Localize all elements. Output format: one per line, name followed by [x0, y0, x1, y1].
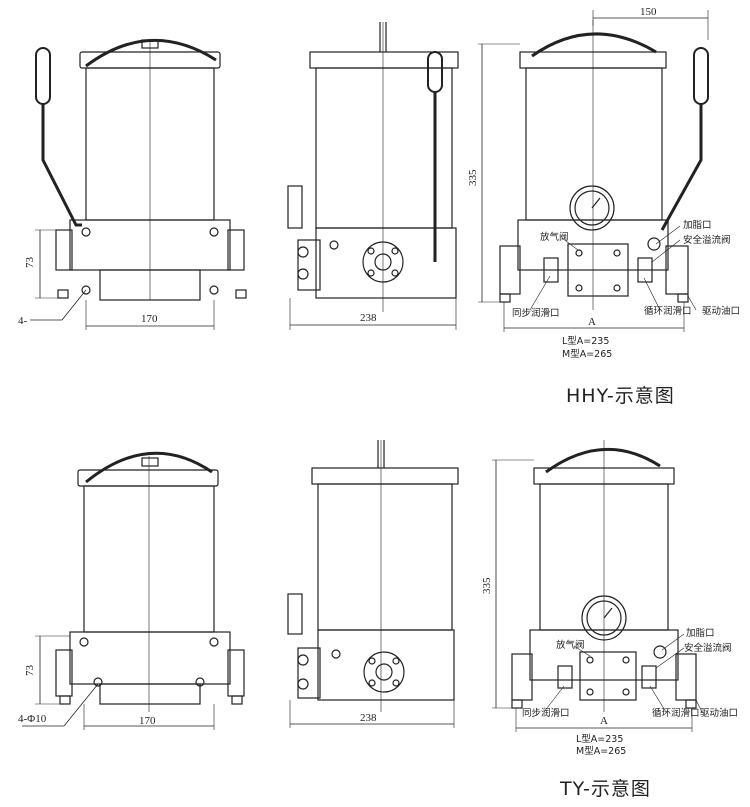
ty-dim-total-height: 335 — [481, 577, 493, 594]
ty-hole-label: 4-Φ10 — [18, 713, 47, 725]
hhy-dim-side-width: 238 — [360, 312, 377, 324]
hhy-dim-total-height: 335 — [467, 169, 479, 186]
ty-side-view — [287, 440, 459, 728]
hhy-dim-top-width: 150 — [640, 6, 657, 18]
ty-caption: TY-示意图 — [560, 778, 651, 800]
hhy-dim-height: 73 — [24, 257, 36, 269]
hhy-right-view — [478, 10, 709, 332]
ty-label-safety-overflow: 安全溢流阀 — [684, 642, 732, 654]
hhy-label-grease-inlet: 加脂口 — [683, 219, 712, 231]
ty-type-l: L型A=235 — [576, 734, 623, 745]
hhy-label-safety-overflow: 安全溢流阀 — [683, 234, 731, 246]
ty-type-m: M型A=265 — [576, 746, 626, 757]
ty-label-vent-valve: 放气阀 — [556, 639, 585, 651]
hhy-label-circulation-port: 循环润滑口 — [644, 305, 692, 317]
hhy-label-drive-oil-port: 驱动油口 — [702, 305, 740, 317]
hhy-type-l: L型A=235 — [562, 336, 609, 347]
hhy-dim-front-width: 170 — [141, 313, 158, 325]
hhy-label-vent-valve: 放气阀 — [540, 231, 569, 243]
ty-dim-front-width: 170 — [139, 715, 156, 727]
hhy-hole-label: 4- — [18, 315, 28, 327]
ty-label-drive-oil-port: 驱动油口 — [700, 707, 738, 719]
ty-label-circulation-port: 循环润滑口 — [652, 707, 700, 719]
ty-front-view — [22, 451, 245, 730]
hhy-caption: HHY-示意图 — [566, 385, 675, 407]
ty-label-grease-inlet: 加脂口 — [686, 627, 715, 639]
ty-dim-side-width: 238 — [360, 712, 377, 724]
hhy-side-view — [287, 22, 459, 330]
hhy-dim-a: A — [588, 316, 596, 328]
ty-label-sync-port: 同步润滑口 — [522, 707, 570, 719]
ty-right-view — [492, 440, 703, 732]
hhy-label-sync-port: 同步润滑口 — [512, 307, 560, 319]
ty-dim-height: 73 — [24, 665, 36, 677]
ty-dim-a: A — [600, 715, 608, 727]
hhy-type-m: M型A=265 — [562, 349, 612, 360]
hhy-front-view — [30, 38, 247, 330]
